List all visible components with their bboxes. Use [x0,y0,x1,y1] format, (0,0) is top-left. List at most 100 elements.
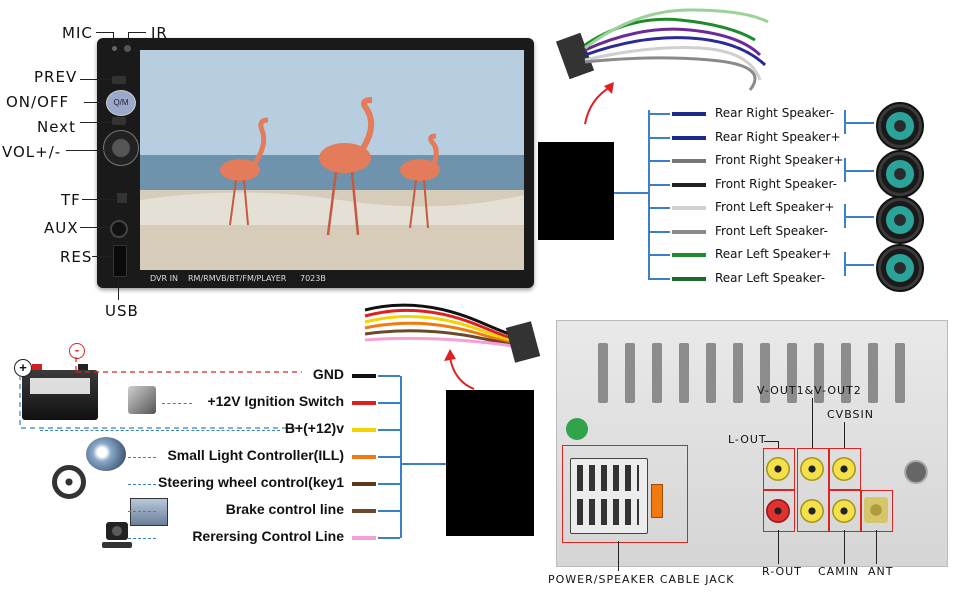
ir-label: IR [151,24,168,42]
vent-slot [652,343,662,403]
power-wire-color-swatch [352,536,376,540]
vent-slot [760,343,770,403]
speaker-wire-color-swatch [672,112,706,116]
r-out-jack[interactable] [766,499,790,523]
power-wire-label: B+(+12)v [284,420,344,436]
cvbsin-jack[interactable] [832,457,856,481]
ant-label: ANT [868,565,894,578]
power-button[interactable]: Q/M [106,90,136,116]
flamingo-photo [140,50,524,270]
ir-sensor [124,45,131,52]
speaker-rear-left [876,244,924,292]
aux-label: AUX [44,219,79,237]
power-wire-label: +12V Ignition Switch [207,393,344,409]
headlight-icon [86,437,126,471]
r-out-outline [763,490,795,532]
red-arrow-bottom [444,349,475,390]
vout-outline [797,448,829,532]
power-wire-color-swatch [352,374,376,378]
iso-plug-bottom [505,321,541,363]
battery-minus: - [69,343,85,359]
mic-hole [112,46,117,51]
aux-jack[interactable] [110,220,128,238]
vent-slot [625,343,635,403]
vent-slot [598,343,608,403]
res-button[interactable] [113,245,127,277]
speaker-connector-box [538,142,614,240]
power-wire-label: GND [312,366,344,382]
power-wire-color-swatch [352,509,376,513]
rear-camera-icon [100,520,134,552]
res-label: RES [60,248,93,266]
vent-slot [787,343,797,403]
iso-socket[interactable] [570,458,648,534]
brake-icon [130,498,168,526]
mic-label: MIC [62,24,93,42]
vent-slot [733,343,743,403]
v-out1-jack[interactable] [800,457,824,481]
l-out-jack[interactable] [766,457,790,481]
formats-text: RM/RMVB/BT/FM/PLAYER [188,274,287,283]
power-jack-label: POWER/SPEAKER CABLE JACK [548,573,735,586]
speaker-wire-color-swatch [672,253,706,257]
power-harness-wires [364,303,541,363]
battery [22,364,98,420]
volume-knob[interactable] [103,130,139,166]
power-wire-label: Small Light Controller(ILL) [167,447,344,463]
vout-label: V-OUT1&V-OUT2 [757,384,862,397]
camin-label: CAMIN [818,565,860,578]
power-wire-color-swatch [352,401,376,405]
power-wire-label: Steering wheel control(key1 [158,474,344,490]
speaker-wire-color-swatch [672,183,706,187]
model-text: 7023B [300,274,326,283]
vent-slot [706,343,716,403]
vent-slot [841,343,851,403]
lout-label: L-OUT [728,433,767,446]
usb-label: USB [105,302,139,320]
speaker-wire-label: Rear Right Speaker+ [715,130,841,144]
speaker-wire-label: Front Right Speaker+ [715,153,844,167]
next-button[interactable] [112,117,126,125]
v-out2-jack[interactable] [800,499,824,523]
speaker-wire-label: Front Left Speaker+ [715,200,835,214]
fuse [651,484,663,518]
power-wire-label: Rerersing Control Line [192,528,344,544]
speaker-wire-color-swatch [672,230,706,234]
speaker-front-right [876,150,924,198]
speaker-wire-label: Rear Left Speaker+ [715,247,832,261]
power-wire-label: Brake control line [225,501,344,517]
power-speaker-jack-outline [562,445,688,543]
speaker-wire-color-swatch [672,136,706,140]
l-out-outline [763,448,795,490]
prev-label: PREV [34,68,78,86]
vent-slot [868,343,878,403]
camin-jack[interactable] [832,499,856,523]
mount-hole-icon [904,460,928,484]
screen-stripe: DVR IN RM/RMVB/BT/FM/PLAYER 7023B [140,272,524,286]
ant-jack[interactable] [864,497,888,523]
speaker-rear-right [876,102,924,150]
red-arrow-top [584,82,614,125]
speaker-front-left [876,196,924,244]
power-wire-color-swatch [352,428,376,432]
speaker-harness-wires [555,8,769,91]
cd-logo-icon [566,418,588,440]
next-label: Next [37,118,76,136]
head-unit-screen [140,50,524,270]
dvr-in-text: DVR IN [150,274,178,283]
speaker-wire-color-swatch [672,159,706,163]
power-wire-color-swatch [352,482,376,486]
prev-button[interactable] [112,76,126,84]
cvbsin-label: CVBSIN [827,408,875,421]
speaker-wire-label: Front Right Speaker- [715,177,837,191]
rout-label: R-OUT [762,565,802,578]
speaker-wire-color-swatch [672,277,706,281]
power-button-label: Q/M [113,98,129,107]
ant-outline [861,490,893,532]
vent-slot [679,343,689,403]
iso-plug-top [555,32,595,80]
camin-outline [829,490,861,532]
tf-slot[interactable] [117,193,127,203]
tf-label: TF [61,191,81,209]
speaker-wire-color-swatch [672,206,706,210]
